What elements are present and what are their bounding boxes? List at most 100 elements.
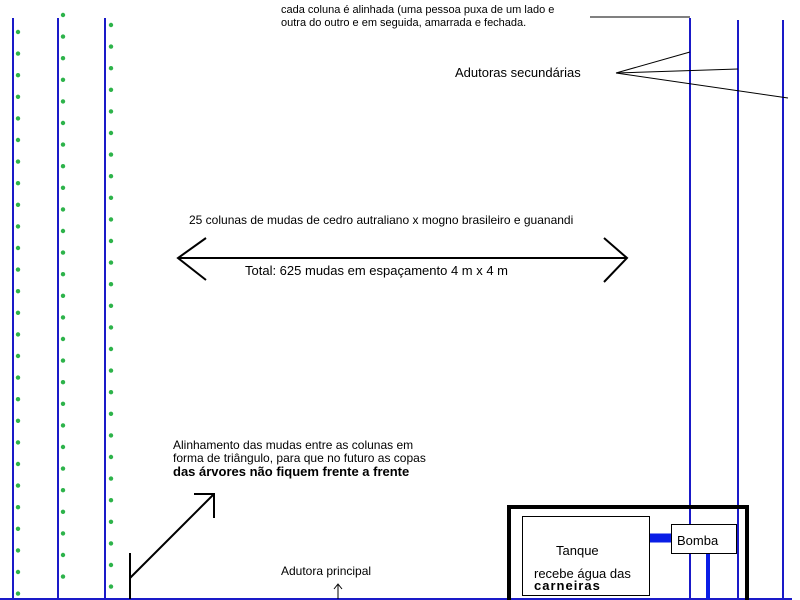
- seedling-dot: [60, 552, 66, 558]
- seedling-dot: [15, 224, 21, 229]
- seedling-dot: [108, 109, 114, 114]
- alignment-note-line-3: das árvores não fiquem frente a frente: [173, 464, 410, 479]
- seedling-dot: [15, 548, 21, 553]
- seedling-dot: [108, 152, 114, 157]
- secondary-pipes-label: Adutoras secundárias: [455, 65, 581, 80]
- seedling-dot: [15, 526, 21, 531]
- leader-line-3: [615, 72, 789, 99]
- tank-box: [522, 516, 650, 596]
- seedling-dot: [15, 418, 21, 423]
- seedling-dot: [60, 293, 66, 298]
- seedling-dot: [108, 130, 114, 136]
- seedling-dot: [15, 73, 21, 78]
- seedling-dot: [15, 591, 21, 596]
- seedling-dot: [108, 303, 114, 308]
- seedling-dot: [60, 531, 66, 536]
- seedling-dot: [108, 390, 114, 395]
- seedling-dot: [108, 368, 114, 373]
- seedling-dot: [108, 562, 114, 568]
- seedling-dot: [108, 325, 114, 330]
- seedling-dot: [60, 466, 66, 471]
- seedling-dot: [108, 411, 114, 416]
- seedling-dot: [60, 164, 66, 169]
- columns-description: 25 colunas de mudas de cedro autraliano …: [189, 213, 574, 227]
- seedling-dot: [60, 250, 66, 255]
- seedling-dot: [60, 34, 66, 39]
- seedling-dot: [60, 272, 66, 277]
- seedling-dot: [15, 181, 21, 186]
- seedling-dot: [15, 116, 21, 121]
- seedling-dot: [15, 505, 21, 510]
- total-label: Total: 625 mudas em espaçamento 4 m x 4 …: [245, 263, 509, 278]
- seedling-dot: [60, 207, 66, 212]
- seedling-dot: [108, 44, 114, 49]
- seedling-dot: [60, 509, 66, 514]
- seedling-dot: [15, 461, 21, 467]
- seedling-dot: [60, 574, 66, 579]
- seedling-dot: [108, 66, 114, 71]
- pump-label: Bomba: [677, 533, 719, 548]
- seedling-dot: [108, 238, 114, 244]
- seedling-dot: [60, 142, 66, 147]
- seedling-dot: [60, 12, 66, 18]
- seedling-dot: [60, 358, 66, 363]
- seedling-dot: [15, 94, 21, 100]
- seedling-dot: [108, 217, 114, 222]
- seedling-dot: [15, 397, 21, 402]
- seedling-dot: [108, 260, 114, 265]
- seedling-dot: [60, 336, 66, 342]
- tank-note-line-2: carneiras: [534, 578, 601, 593]
- seedling-dot: [15, 569, 21, 575]
- top-note-line-1: cada coluna é alinhada (uma pessoa puxa …: [281, 4, 555, 16]
- seedling-dot: [60, 380, 66, 385]
- leader-line-1: [615, 51, 691, 74]
- seedling-dot: [108, 346, 114, 352]
- seedling-dot: [108, 195, 114, 200]
- seedling-dot: [15, 375, 21, 380]
- seedling-dot: [60, 228, 66, 234]
- seedling-dot: [108, 519, 114, 524]
- seedling-dot: [60, 315, 66, 320]
- seedling-dot: [108, 584, 114, 589]
- seedling-dot: [60, 488, 66, 493]
- alignment-note-line-1: Alinhamento das mudas entre as colunas e…: [173, 438, 414, 452]
- seedling-dot: [60, 444, 66, 450]
- alignment-note-line-2: forma de triângulo, para que no futuro a…: [173, 451, 426, 465]
- seedling-dot: [15, 483, 21, 488]
- double-arrow-icon: [176, 237, 629, 283]
- seedling-dot: [108, 476, 114, 481]
- seedling-dot: [15, 440, 21, 445]
- seedling-dot: [108, 454, 114, 460]
- seedling-dots-column-2: [60, 12, 66, 579]
- seedling-dot: [60, 120, 66, 126]
- tank-outer-frame: [507, 505, 749, 600]
- seedling-dot: [60, 423, 66, 428]
- seedling-dot: [108, 498, 114, 503]
- seedling-dot: [108, 22, 114, 28]
- seedling-dot: [15, 353, 21, 359]
- tank-note-line-1: recebe água das: [534, 566, 631, 581]
- seedling-dots-column-1: [15, 29, 21, 596]
- seedling-dot: [108, 87, 114, 93]
- main-pipe-label: Adutora principal: [281, 564, 372, 578]
- tank-label: Tanque: [556, 543, 599, 558]
- seedling-dot: [15, 332, 21, 337]
- diagonal-arrow-icon: [129, 493, 215, 599]
- top-note-line-2: outra do outro e em seguida, amarrada e …: [281, 17, 527, 29]
- main-pipe-pointer-icon: [333, 583, 343, 599]
- seedling-dot: [108, 282, 114, 287]
- seedling-dot: [108, 541, 114, 546]
- seedling-dot: [60, 56, 66, 61]
- seedling-dot: [15, 51, 21, 56]
- seedling-dots-column-3: [108, 22, 114, 589]
- seedling-dot: [15, 267, 21, 272]
- seedling-dot: [15, 310, 21, 315]
- seedling-dot: [60, 99, 66, 104]
- seedling-dot: [108, 433, 114, 438]
- pump-box: [671, 524, 737, 554]
- seedling-dot: [108, 174, 114, 179]
- leader-line-2: [615, 68, 739, 74]
- seedling-dot: [60, 185, 66, 190]
- seedling-dot: [15, 245, 21, 251]
